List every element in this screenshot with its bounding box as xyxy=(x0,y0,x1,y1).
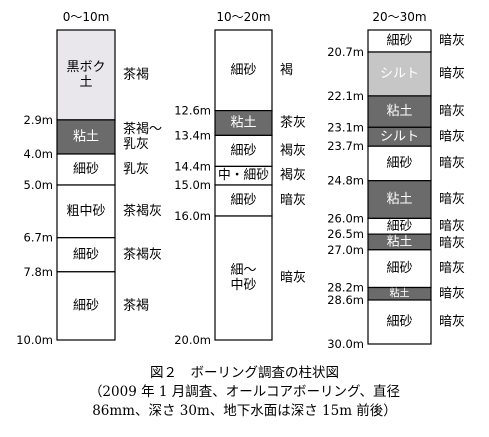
col1-depth-label-4: 6.7m xyxy=(24,231,54,245)
col1-soil-label-4: 粗中砂 xyxy=(66,204,105,219)
col1-soil-label-2: 粘土 xyxy=(73,129,99,144)
col3-layer-11 xyxy=(367,299,432,345)
col3-depth-label-1: 20.7m xyxy=(327,45,364,59)
col1-soil-label-1: 黒ボク xyxy=(66,60,105,75)
col3-soil-label-1: 細砂 xyxy=(386,34,412,49)
col3-depth-label-2: 22.1m xyxy=(327,89,364,103)
col3-soil-label-6: 粘土 xyxy=(386,192,412,207)
col3-color-label-8: 暗灰 xyxy=(439,236,465,251)
col1-layer-6 xyxy=(56,271,116,341)
col3-soil-label-2: シルト xyxy=(380,67,419,82)
col1-soil-label-5: 細砂 xyxy=(73,247,99,262)
col3-soil-label-8: 粘土 xyxy=(387,234,413,249)
col3-soil-label-7: 細砂 xyxy=(387,219,413,234)
col3-soil-label-4: シルト xyxy=(380,129,419,144)
col3-color-label-3: 暗灰 xyxy=(439,104,465,119)
col3-soil-label-10: 粘土 xyxy=(389,286,409,299)
col2-soil-label-2: 粘土 xyxy=(230,116,256,131)
col1-soil-label-6: 細砂 xyxy=(73,298,99,313)
col1-header: 0～10m xyxy=(63,10,110,24)
col3-depth-label-9: 28.2m xyxy=(327,281,364,295)
col2-depth-label-3: 14.4m xyxy=(174,159,211,173)
col3-depth-label-11: 30.0m xyxy=(327,337,364,351)
figure-note-line1: （2009 年 1 月調査、オールコアボーリング、直径 xyxy=(88,384,401,400)
col1-color-label-4: 茶褐灰 xyxy=(123,203,162,219)
col3-color-label-5: 暗灰 xyxy=(439,156,465,171)
col2-soil-label-1: 細砂 xyxy=(230,63,256,78)
col1-color-label-2: 乳灰 xyxy=(123,137,149,152)
col1-soil-label-1: 土 xyxy=(79,75,92,90)
col3-color-label-9: 暗灰 xyxy=(439,261,465,276)
col1-layer-5 xyxy=(56,237,116,273)
col1-color-label-2: 茶褐～ xyxy=(123,121,162,137)
col1-soil-label-3: 細砂 xyxy=(73,162,99,177)
figure-note-line2: 86mm、深さ 30m、地下水面は深さ 15m 前後） xyxy=(92,403,397,419)
col2-layer-6 xyxy=(214,215,273,341)
col3-color-label-2: 暗灰 xyxy=(439,67,465,82)
col1-depth-label-5: 7.8m xyxy=(24,265,54,279)
col1-depth-label-1: 2.9m xyxy=(24,113,54,127)
col2-depth-label-1: 12.6m xyxy=(174,104,211,118)
col3-depth-label-7: 26.5m xyxy=(327,227,364,241)
col1-depth-label-2: 4.0m xyxy=(24,147,54,161)
col3-color-label-11: 暗灰 xyxy=(439,315,465,330)
col3-depth-label-4: 23.7m xyxy=(327,139,364,153)
col2-depth-label-2: 13.4m xyxy=(174,128,211,142)
col1-layer-1 xyxy=(56,29,116,121)
col1-depth-label-3: 5.0m xyxy=(24,178,54,192)
col3-depth-label-10: 28.6m xyxy=(327,293,364,307)
col2-layer-1 xyxy=(214,29,273,112)
col1-color-label-5: 茶褐灰 xyxy=(123,246,162,262)
col2-soil-label-4: 中・細砂 xyxy=(218,168,269,183)
col3-soil-label-9: 細砂 xyxy=(386,261,412,276)
col3-color-label-4: 暗灰 xyxy=(439,129,465,144)
col3-header: 20～30m xyxy=(372,10,426,24)
col2-header: 10～20m xyxy=(216,10,270,24)
col2-color-label-5: 暗灰 xyxy=(280,193,306,208)
col3-color-label-10: 暗灰 xyxy=(439,286,465,301)
col1-depth-label-6: 10.0m xyxy=(16,333,53,347)
col3-soil-label-11: 細砂 xyxy=(386,315,412,330)
col2-depth-label-4: 15.0m xyxy=(174,178,211,192)
figure-title: 図２ ボーリング調査の柱状図 xyxy=(150,365,339,381)
col1-color-label-3: 乳灰 xyxy=(123,162,149,177)
col1-layer-2 xyxy=(56,119,116,155)
col3-soil-label-3: 粘土 xyxy=(386,104,412,119)
col3-layer-3 xyxy=(367,95,432,128)
col2-soil-label-6: 中砂 xyxy=(230,278,256,293)
col2-color-label-4: 褐灰 xyxy=(280,168,306,183)
col3-layer-6 xyxy=(367,180,432,219)
col3-layer-5 xyxy=(367,145,432,182)
col1-color-label-1: 茶褐 xyxy=(123,66,149,82)
col3-soil-label-5: 細砂 xyxy=(386,156,412,171)
col2-layer-3 xyxy=(214,134,273,167)
col1-color-label-6: 茶褐 xyxy=(123,297,149,313)
col2-soil-label-3: 細砂 xyxy=(230,143,256,158)
col2-color-label-1: 褐 xyxy=(280,63,293,78)
col1-layer-4 xyxy=(56,184,116,239)
col2-color-label-2: 茶灰 xyxy=(280,115,306,131)
col3-color-label-6: 暗灰 xyxy=(439,192,465,207)
col3-depth-label-6: 26.0m xyxy=(327,211,364,225)
col2-color-label-6: 暗灰 xyxy=(280,271,306,286)
col3-depth-label-8: 27.0m xyxy=(327,243,364,257)
col2-soil-label-6: 細～ xyxy=(230,263,256,278)
col3-depth-label-3: 23.1m xyxy=(327,120,364,134)
col3-layer-9 xyxy=(367,249,432,289)
col3-layer-2 xyxy=(367,51,432,97)
col3-color-label-7: 暗灰 xyxy=(439,219,465,234)
col2-color-label-3: 褐灰 xyxy=(280,143,306,158)
col2-depth-label-6: 20.0m xyxy=(174,333,211,347)
col3-depth-label-5: 24.8m xyxy=(327,174,364,188)
col2-soil-label-5: 細砂 xyxy=(230,193,256,208)
col3-color-label-1: 暗灰 xyxy=(439,34,465,49)
col2-depth-label-5: 16.0m xyxy=(174,209,211,223)
